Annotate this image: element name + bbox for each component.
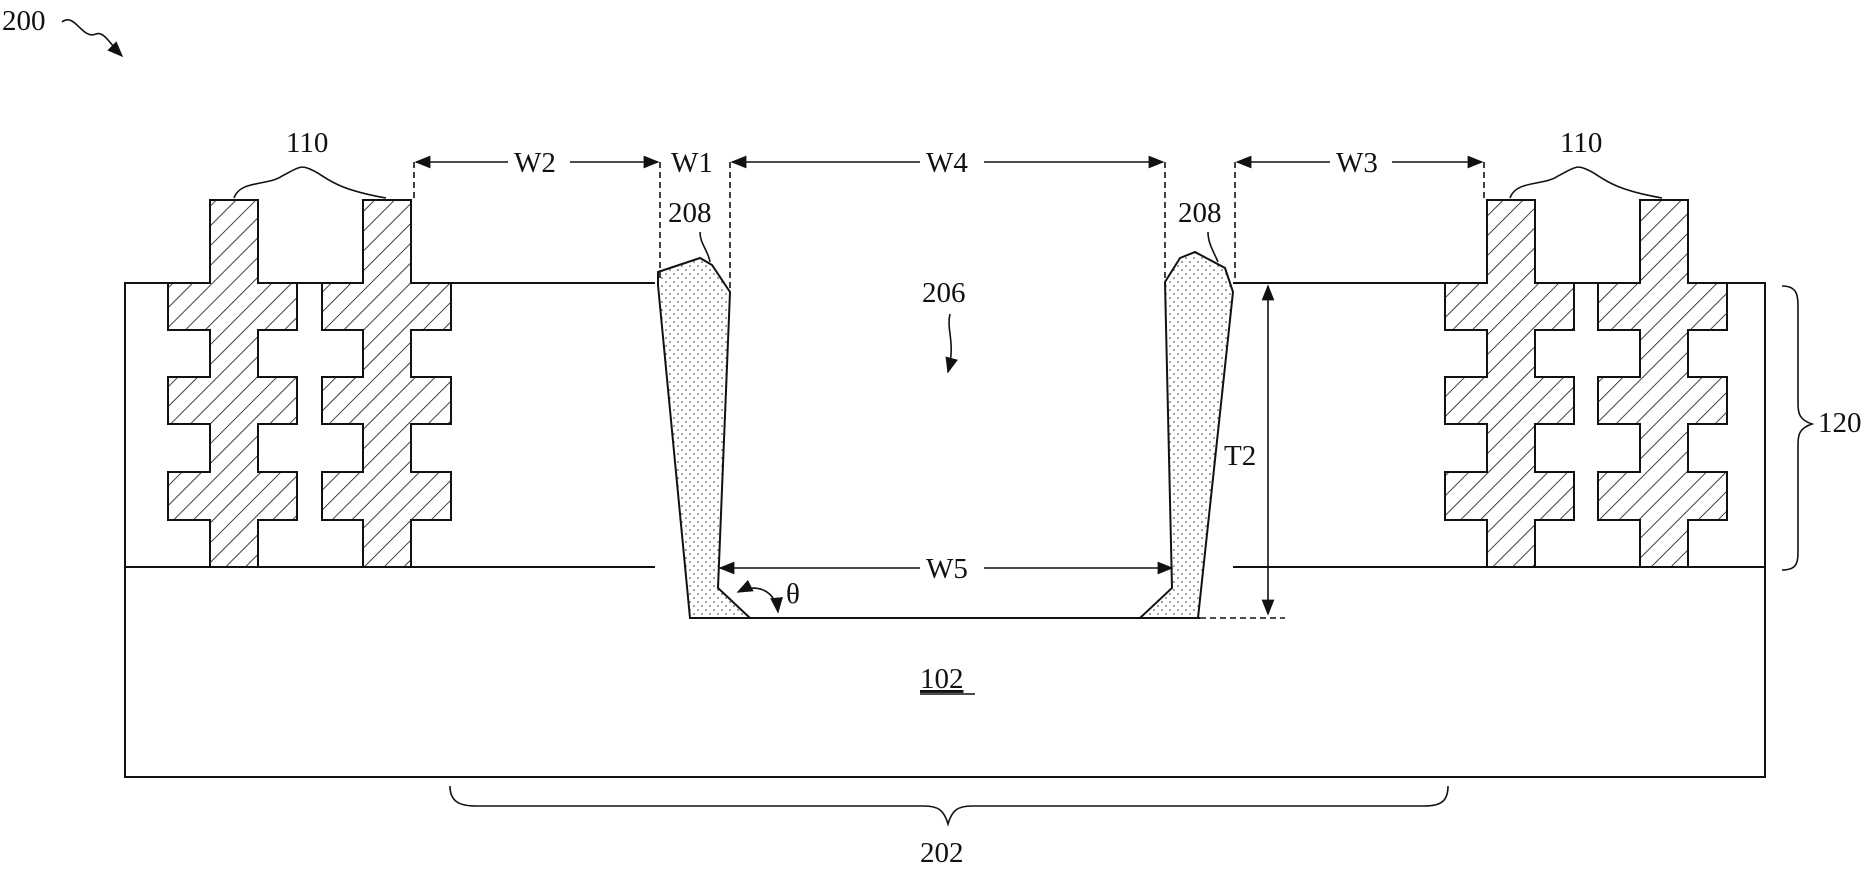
trench-label: 206	[922, 277, 966, 309]
liner-left-label: 208	[668, 197, 712, 229]
w2-label: W2	[514, 147, 556, 179]
via-label-left-leader	[234, 167, 386, 198]
via-110-right-1	[1445, 200, 1574, 567]
dielectric-brace	[1782, 286, 1812, 570]
region-brace	[450, 786, 1448, 824]
liner-right-label: 208	[1178, 197, 1222, 229]
w5-label: W5	[926, 553, 968, 585]
via-label-right: 110	[1560, 127, 1602, 159]
via-label-left: 110	[286, 127, 328, 159]
w4-label: W4	[926, 147, 968, 179]
figure-number-leader	[62, 20, 122, 56]
w1-label: W1	[671, 147, 713, 179]
via-110-left-1	[168, 200, 297, 567]
w3-label: W3	[1336, 147, 1378, 179]
via-label-right-leader	[1510, 167, 1662, 198]
dielectric-label: 120	[1818, 407, 1862, 439]
liner-right-leader	[1208, 232, 1218, 262]
via-110-right-2	[1598, 200, 1727, 567]
substrate-label: 102	[920, 663, 964, 695]
region-label: 202	[920, 837, 964, 869]
via-110-left-2	[322, 200, 451, 567]
t2-label: T2	[1224, 440, 1256, 472]
figure-number-label: 200	[2, 5, 46, 37]
angle-label: θ	[786, 578, 800, 610]
liner-left-leader	[700, 232, 710, 262]
